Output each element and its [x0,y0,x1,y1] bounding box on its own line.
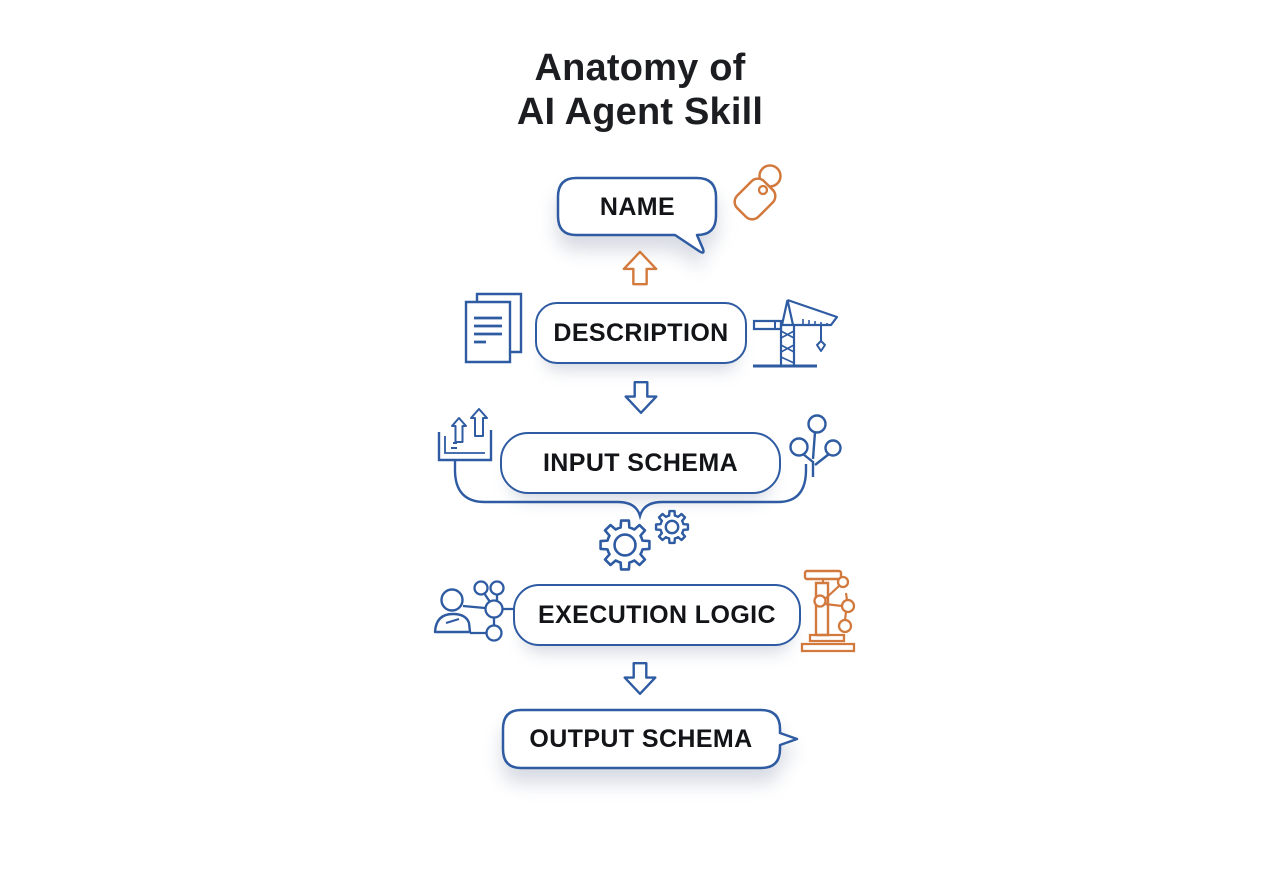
node-output-schema: OUTPUT SCHEMA [501,708,801,770]
person-network-icon [432,576,516,650]
data-tray-arrows-icon [436,406,496,472]
robotic-arm-icon [797,568,859,654]
node-input-schema: INPUT SCHEMA [500,432,781,494]
curly-brace-connector [430,458,850,528]
construction-crane-icon [751,297,839,369]
down-arrow-icon [623,379,659,416]
node-input-schema-label: INPUT SCHEMA [542,448,739,477]
documents-icon [461,291,525,367]
node-name-label: NAME [599,192,676,221]
gears-icon [592,503,712,581]
title-line-1: Anatomy of [534,47,746,89]
node-output-schema-label: OUTPUT SCHEMA [529,724,753,753]
speech-bubble-shape [501,708,801,770]
node-execution-logic-label: EXECUTION LOGIC [538,600,776,629]
tag-icon [722,161,788,231]
title-line-2: AI Agent Skill [516,91,764,133]
node-description: DESCRIPTION [535,302,747,364]
speech-bubble-shape [556,176,719,258]
page-title: Anatomy of AI Agent Skill [0,46,1280,134]
node-execution-logic: EXECUTION LOGIC [513,584,801,646]
down-arrow-icon [622,660,658,697]
node-description-label: DESCRIPTION [553,318,729,347]
node-name: NAME [556,176,719,258]
network-nodes-icon [788,414,846,478]
up-arrow-icon [621,249,659,287]
